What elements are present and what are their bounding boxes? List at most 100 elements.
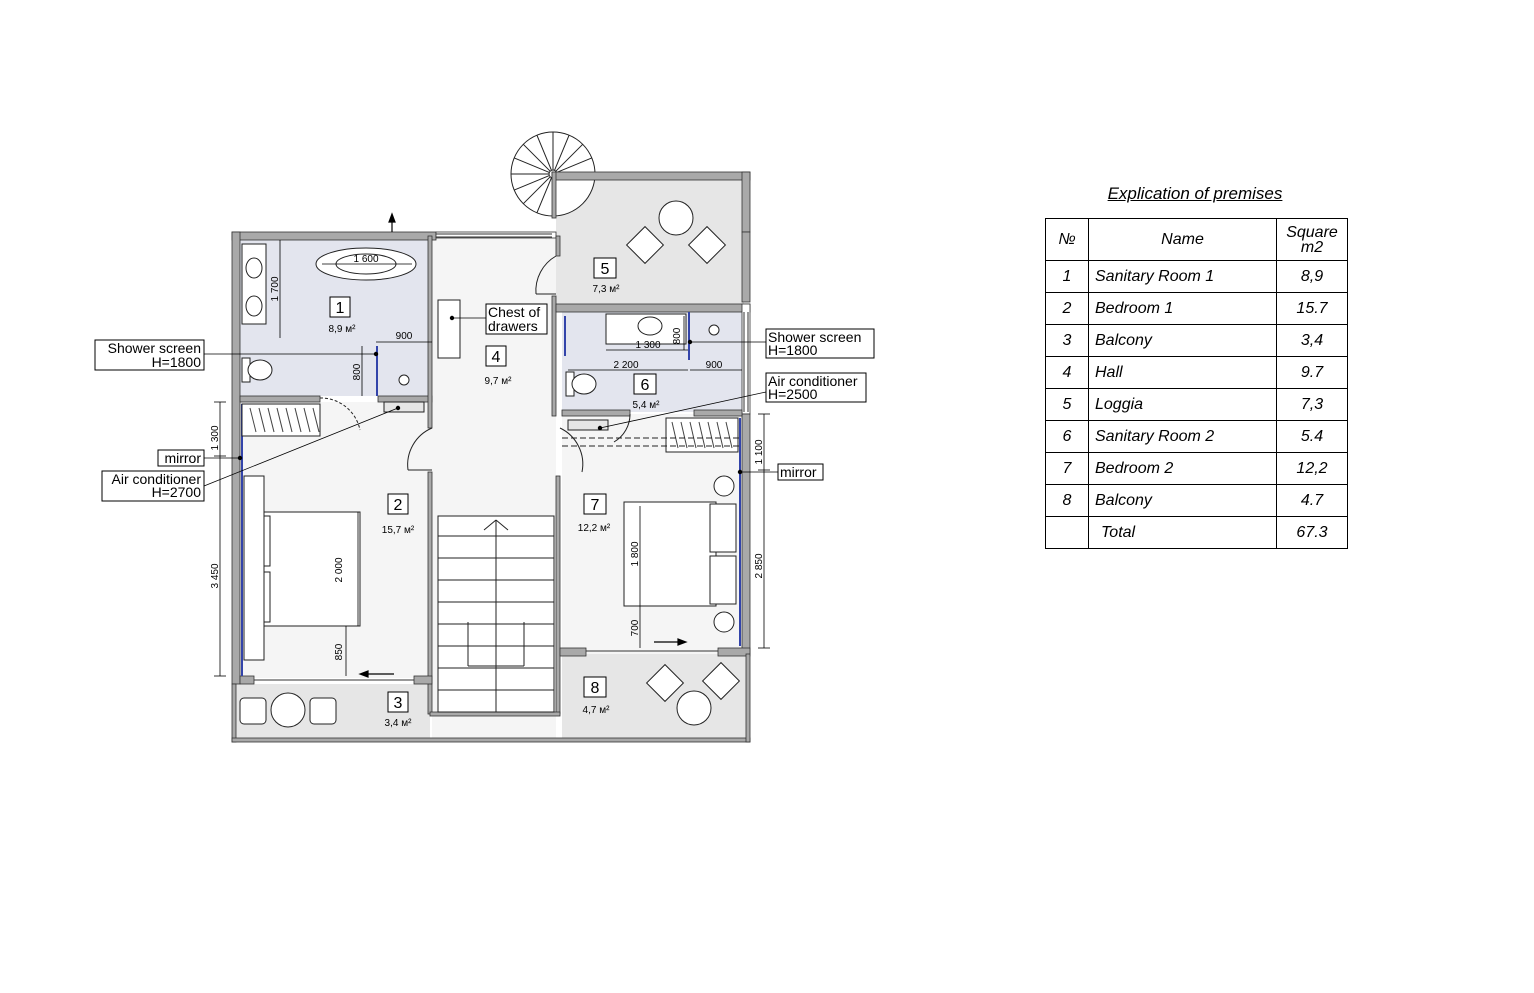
callout-line: H=2700 (152, 484, 202, 500)
wardrobe-hanger (689, 421, 697, 449)
callout-air-conditioner-right: Air conditioner H=2500 (765, 372, 867, 403)
dim-sink2-width: 1 300 (635, 340, 660, 351)
dim-bed2-clearance: 700 (630, 619, 641, 636)
callout-mirror-right: mirror (777, 463, 824, 481)
cell-no: 5 (1045, 388, 1089, 421)
room-area: 3,4 м² (385, 718, 413, 729)
callout-line: H=2500 (768, 386, 818, 402)
table-row: 6 Sanitary Room 2 5.4 (1045, 420, 1348, 453)
cell-name: Sanitary Room 2 (1088, 420, 1277, 453)
dim-bath-room-height: 1 700 (270, 276, 281, 301)
cell-square: 5.4 (1276, 420, 1348, 453)
wardrobe-hanger (267, 407, 275, 433)
room-tag-5: 5 7,3 м² (593, 257, 621, 295)
spiral-step (555, 143, 584, 172)
callout-shower-screen-left: Shower screen H=1800 (94, 339, 205, 371)
table-row: 2 Bedroom 1 15.7 (1045, 292, 1348, 325)
cell-total-label: Total (1088, 516, 1277, 549)
callout-line: Chest of (488, 304, 540, 320)
callouts: Shower screen H=1800 mirror Air conditio… (94, 303, 875, 502)
header-name: Name (1088, 218, 1277, 261)
cell-no: 1 (1045, 260, 1089, 293)
callout-line: drawers (488, 318, 538, 334)
callout-line: H=1800 (768, 342, 818, 358)
wardrobe-hanger (285, 407, 293, 433)
wardrobe-hangers (249, 407, 733, 449)
callout-line: mirror (780, 464, 817, 480)
table-row: 4 Hall 9.7 (1045, 356, 1348, 389)
header-no: № (1045, 218, 1089, 261)
callout-shower-screen-right: Shower screen H=1800 (765, 328, 875, 359)
table-total-row: Total 67.3 (1045, 516, 1348, 549)
table-row: 8 Balcony 4.7 (1045, 484, 1348, 517)
room-tag-2: 2 15,7 м² (382, 493, 415, 536)
cell-name: Loggia (1088, 388, 1277, 421)
wardrobe-hanger (680, 421, 688, 449)
room-tag-6: 6 5,4 м² (633, 373, 661, 411)
room-area: 7,3 м² (593, 284, 621, 295)
cell-name: Hall (1088, 356, 1277, 389)
cell-name: Balcony (1088, 324, 1277, 357)
header-square-line: m2 (1300, 238, 1324, 256)
cell-no: 2 (1045, 292, 1089, 325)
spiral-step (514, 157, 550, 173)
callout-mirror-left: mirror (157, 449, 205, 467)
header-square: Square m2 (1276, 218, 1348, 261)
spiral-step (556, 157, 592, 173)
table-row: 7 Bedroom 2 12,2 (1045, 452, 1348, 485)
room-tag-1: 1 8,9 м² (329, 296, 357, 335)
callout-line: H=1800 (152, 354, 202, 370)
dim-bath2-width: 2 200 (613, 360, 638, 371)
wardrobe-hanger (303, 407, 311, 433)
spiral-step (536, 177, 552, 213)
spiral-step (514, 175, 550, 191)
room-area: 12,2 м² (578, 523, 611, 534)
room-area: 9,7 м² (485, 376, 513, 387)
cell-square: 4.7 (1276, 484, 1348, 517)
dim-shower2-width: 900 (706, 360, 723, 371)
cell-name: Balcony (1088, 484, 1277, 517)
spiral-step (522, 176, 551, 205)
cell-name: Bedroom 2 (1088, 452, 1277, 485)
room-number: 1 (336, 300, 345, 317)
room-number: 3 (394, 695, 403, 712)
cell-no: 8 (1045, 484, 1089, 517)
callout-line: Air conditioner (768, 373, 858, 389)
wardrobe-hanger (312, 407, 320, 433)
room-tag-4: 4 9,7 м² (485, 345, 513, 387)
floor-plan: 1 600 1 700 900 800 2 000 850 1 300 3 45… (94, 131, 875, 743)
room-area: 8,9 м² (329, 324, 357, 335)
cell-square: 15.7 (1276, 292, 1348, 325)
sliding-arrows (358, 212, 688, 678)
wardrobe-hanger (249, 407, 257, 433)
wardrobe-hanger (276, 407, 284, 433)
room-tag-8: 8 4,7 м² (583, 676, 611, 716)
table-row: 1 Sanitary Room 1 8,9 (1045, 260, 1348, 293)
spiral-step (554, 135, 570, 171)
dim-left-wall-lower: 3 450 (210, 563, 221, 588)
room-area: 15,7 м² (382, 525, 415, 536)
room-area: 5,4 м² (633, 400, 661, 411)
dim-shower2-depth: 800 (672, 327, 683, 344)
room-tag-3: 3 3,4 м² (385, 691, 413, 729)
dim-bath-length: 1 600 (353, 254, 378, 265)
cell-square: 8,9 (1276, 260, 1348, 293)
room-area: 4,7 м² (583, 705, 611, 716)
spiral-step (536, 135, 552, 171)
dimension-lines (214, 240, 770, 677)
dim-bed1-length: 2 000 (334, 557, 345, 582)
dimension-labels: 1 600 1 700 900 800 2 000 850 1 300 3 45… (210, 254, 765, 660)
callout-line: Shower screen (768, 329, 861, 345)
callout-line: Shower screen (108, 340, 201, 356)
dim-shower1-depth: 800 (352, 363, 363, 380)
table-row: 3 Balcony 3,4 (1045, 324, 1348, 357)
dim-right-wall-upper: 1 100 (754, 439, 765, 464)
wardrobe-hanger (258, 407, 266, 433)
room-tags: 1 8,9 м² 2 15,7 м² 3 3,4 м² 4 9,7 м² 5 7… (329, 257, 661, 729)
stair-arrow (483, 519, 509, 712)
dim-bed2-length: 1 800 (630, 541, 641, 566)
floor-hall-bottom (432, 714, 556, 740)
room-tag-7: 7 12,2 м² (578, 493, 611, 534)
room-number: 4 (492, 349, 501, 366)
cell-square: 3,4 (1276, 324, 1348, 357)
